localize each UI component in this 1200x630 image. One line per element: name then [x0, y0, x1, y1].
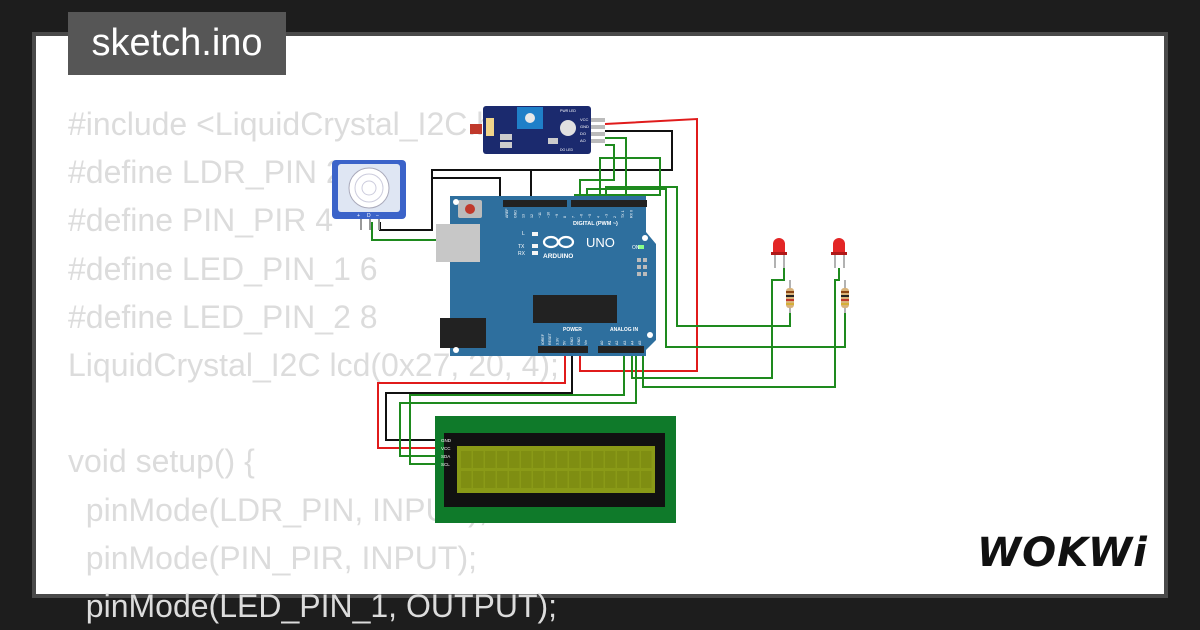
code-line: void setup() { — [68, 443, 255, 480]
power-pins-label: POWER — [563, 327, 582, 333]
pin-label: 2 — [613, 216, 617, 218]
photoresistor-icon — [470, 124, 482, 134]
resistor-1[interactable] — [786, 280, 794, 313]
pir-pin-d: D — [367, 213, 371, 219]
code-line: pinMode(PIN_PIR, INPUT); — [68, 539, 477, 576]
code-line: #define LED_PIN_1 6 — [68, 250, 378, 287]
digital-header-left — [503, 200, 567, 207]
pir-pin-vcc: + — [357, 213, 360, 219]
wire-green-led2-ret — [642, 268, 840, 388]
pin-label: GND — [513, 210, 517, 218]
arduino-uno-board[interactable]: L TX RX UNO ARDUINO ON DIGITAL (PWM ~) P… — [436, 196, 656, 356]
pin-label: 5V — [563, 340, 567, 345]
ldr-sensor-module[interactable]: VCC GND DO AO PWR LED DO LED — [470, 106, 605, 154]
lcd-pin-gnd: GND — [441, 438, 452, 443]
wire-red-ldr-vcc — [579, 117, 698, 372]
wire-green-lcd-scl — [409, 353, 625, 465]
pin-label: ~6 — [580, 214, 584, 218]
led-label-l: L — [522, 231, 525, 237]
on-led-label: ON — [632, 245, 640, 251]
power-jack-icon — [440, 318, 486, 348]
ldr-pwr-led-label: PWR LED — [560, 109, 576, 113]
lcd-pin-scl: SCL — [441, 462, 450, 467]
red-led-icon — [833, 238, 845, 252]
ldr-do-led-label: DO LED — [560, 148, 574, 152]
code-preview: #include <LiquidCrystal_I2C.h> #define LD… — [68, 100, 559, 630]
pin-label: ~5 — [588, 214, 592, 218]
pin-label: AREF — [505, 208, 509, 218]
pin-label: GND — [577, 337, 581, 345]
wokwi-logo-text: WOKWi — [977, 530, 1148, 576]
led-label-tx: TX — [518, 244, 525, 250]
code-line: #define PIN_PIR 4 — [68, 202, 334, 239]
wire-green-led1-ret — [631, 268, 785, 379]
pin-label: IOREF — [541, 333, 545, 345]
pin-label: GND — [570, 337, 574, 345]
digital-pin-labels: AREF GND 13 12 ~11 ~10 ~9 8 7 ~6 ~5 4 ~3 2 TX 1 RX 0 — [505, 208, 634, 218]
code-line: #include <LiquidCrystal_I2C.h> — [68, 106, 513, 142]
ldr-pin-vcc: VCC — [580, 117, 589, 122]
power-header — [538, 346, 588, 353]
pin-label: Vin — [584, 340, 588, 345]
wokwi-logo: WOKWi — [977, 530, 1148, 576]
pin-label: 12 — [530, 214, 534, 218]
lcd-character-cells — [461, 451, 652, 488]
pin-label: A0 — [600, 341, 604, 345]
lcd-pin-vcc: VCC — [441, 446, 451, 451]
pin-label: A4 — [630, 341, 634, 345]
pin-label: ~9 — [555, 214, 559, 218]
pin-label: A1 — [608, 341, 612, 345]
usb-port-icon — [436, 224, 480, 262]
atmega-chip-icon — [533, 295, 617, 323]
led-label-rx: RX — [518, 251, 526, 257]
wire-green-ldr-ao — [579, 144, 615, 200]
pin-label: A2 — [615, 341, 619, 345]
wire-green-led2 — [586, 188, 846, 348]
red-led-icon — [773, 238, 785, 252]
digital-header-right — [571, 200, 647, 207]
pin-label: RX 0 — [630, 210, 634, 218]
led-2[interactable] — [831, 238, 847, 268]
led-1[interactable] — [771, 238, 787, 268]
wire-green-ldr-do — [605, 137, 627, 200]
code-line: #define LED_PIN_2 8 — [68, 298, 378, 335]
ldr-pin-ao: AO — [580, 138, 586, 143]
code-line: pinMode(LED_PIN_1, OUTPUT); — [68, 587, 558, 624]
pin-label: ~3 — [605, 214, 609, 218]
ldr-pin-do: DO — [580, 131, 586, 136]
file-tab[interactable]: sketch.ino — [68, 12, 286, 75]
pin-label: 8 — [563, 216, 567, 218]
analog-header — [598, 346, 644, 353]
board-brand: ARDUINO — [543, 253, 573, 260]
pin-label: ~10 — [547, 212, 551, 218]
lcd-pin-sda: SDA — [441, 454, 450, 459]
code-line: LiquidCrystal_I2C lcd(0x27, 20, 4); — [68, 346, 559, 383]
arduino-logo-icon — [542, 235, 575, 249]
pin-label: 13 — [522, 214, 526, 218]
pin-label: 7 — [571, 216, 575, 218]
resistor-2[interactable] — [841, 280, 849, 313]
pin-label: ~11 — [538, 212, 542, 218]
ldr-pin-gnd: GND — [580, 124, 589, 129]
wire-black-lcd-gnd — [385, 353, 573, 441]
pin-label: A5 — [638, 341, 642, 345]
wire-black-pir-gnd — [432, 177, 501, 200]
board-model: UNO — [586, 235, 615, 250]
wire-green-lcd-sda — [399, 353, 637, 457]
code-line: #define LDR_PIN 2 — [68, 154, 344, 191]
pin-label: A3 — [623, 341, 627, 345]
pir-motion-sensor[interactable]: + D – — [332, 160, 406, 230]
pir-pin-gnd: – — [376, 213, 379, 219]
pin-label: 4 — [596, 216, 600, 218]
pin-label: 3.3V — [555, 337, 559, 345]
lcd-i2c-display[interactable]: GND VCC SDA SCL — [435, 416, 676, 523]
wire-red-lcd-vcc — [377, 353, 566, 449]
digital-pins-label: DIGITAL (PWM ~) — [573, 221, 618, 227]
pin-label: TX 1 — [621, 210, 625, 218]
analog-pins-label: ANALOG IN — [610, 327, 638, 333]
pin-label: RESET — [548, 332, 552, 345]
